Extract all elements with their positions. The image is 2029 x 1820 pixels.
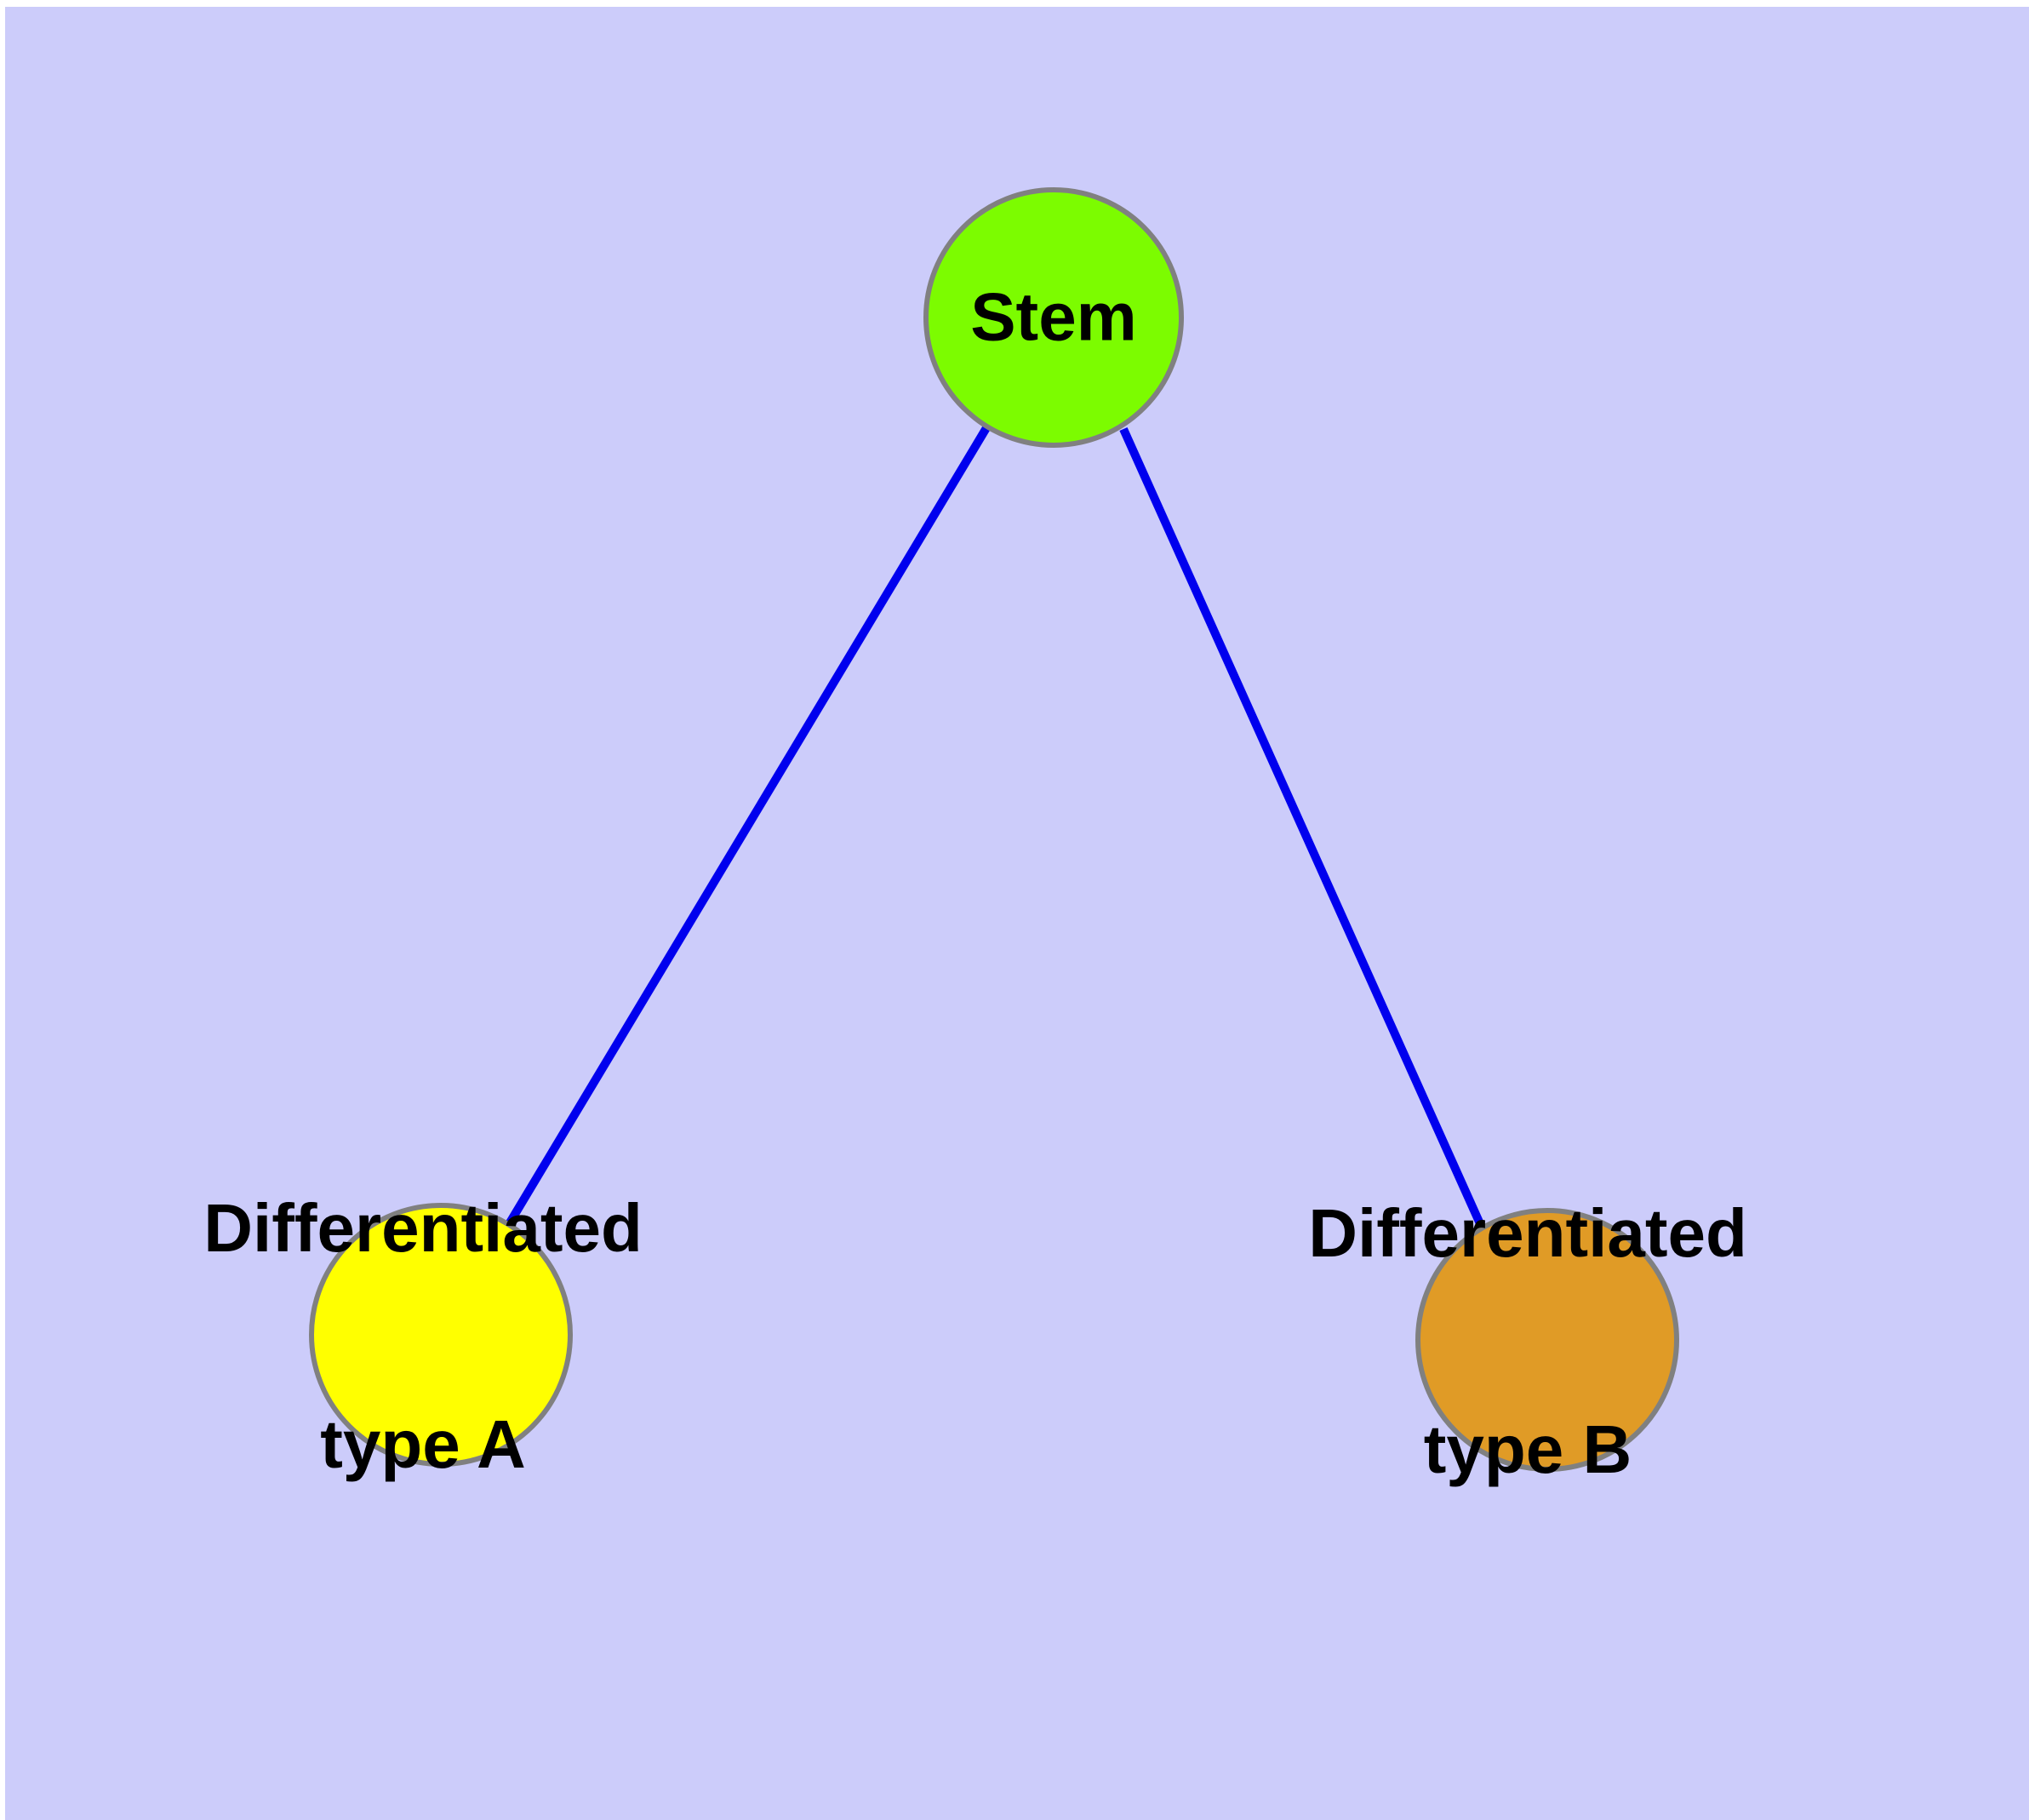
edge-stem-to-diffA xyxy=(505,424,992,1227)
edge-layer xyxy=(505,424,1486,1230)
node-differentiated-type-a[interactable] xyxy=(309,1203,573,1467)
node-layer xyxy=(309,187,1679,1472)
node-differentiated-type-b[interactable] xyxy=(1415,1208,1679,1472)
edge-stem-to-diffB xyxy=(1119,426,1486,1230)
node-stem[interactable] xyxy=(923,187,1184,448)
